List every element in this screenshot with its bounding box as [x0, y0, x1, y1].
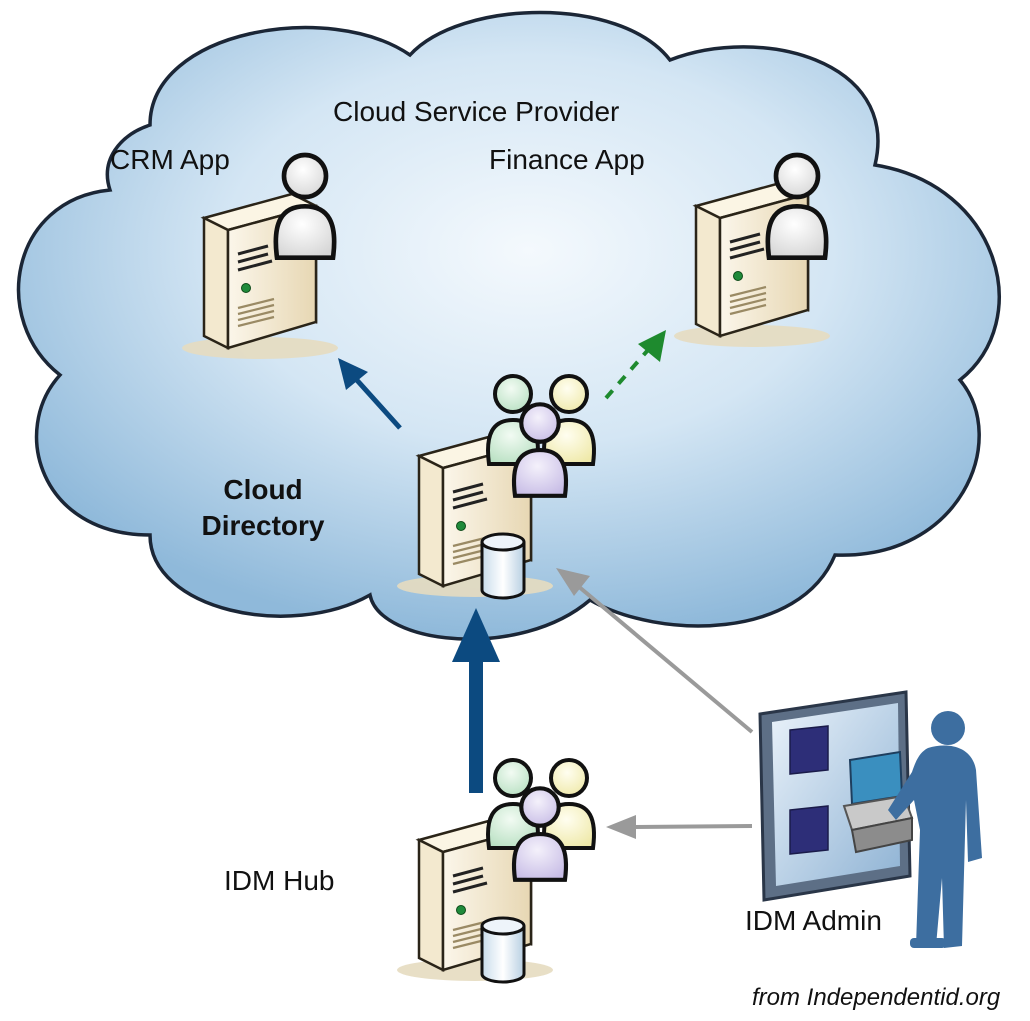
idm-hub-database-icon	[480, 916, 526, 984]
cloud-service-provider-label: Cloud Service Provider	[333, 96, 620, 127]
arrow-admin-to-hub	[606, 815, 753, 839]
cloud-directory-label-line1: Cloud	[223, 474, 303, 505]
arrow-admin-to-directory	[556, 568, 754, 734]
finance-app-label: Finance App	[489, 144, 645, 175]
admin-console-icon	[758, 690, 914, 902]
person-silhouette-icon	[888, 711, 982, 948]
cloud-shape	[16, 10, 1001, 641]
crm-app-label: CRM App	[110, 144, 230, 175]
arrow-hub-to-directory	[452, 608, 500, 793]
source-credit: from Independentid.org	[752, 984, 1001, 1011]
arrow-directory-to-finance	[604, 330, 666, 400]
cloud-directory-label: Cloud Directory	[178, 472, 348, 544]
idm-admin-label: IDM Admin	[745, 905, 882, 936]
idm-hub-label: IDM Hub	[224, 865, 335, 896]
cloud-directory-label-line2: Directory	[201, 510, 325, 541]
arrow-directory-to-crm	[338, 358, 402, 430]
cloud-directory-database-icon	[480, 532, 526, 600]
